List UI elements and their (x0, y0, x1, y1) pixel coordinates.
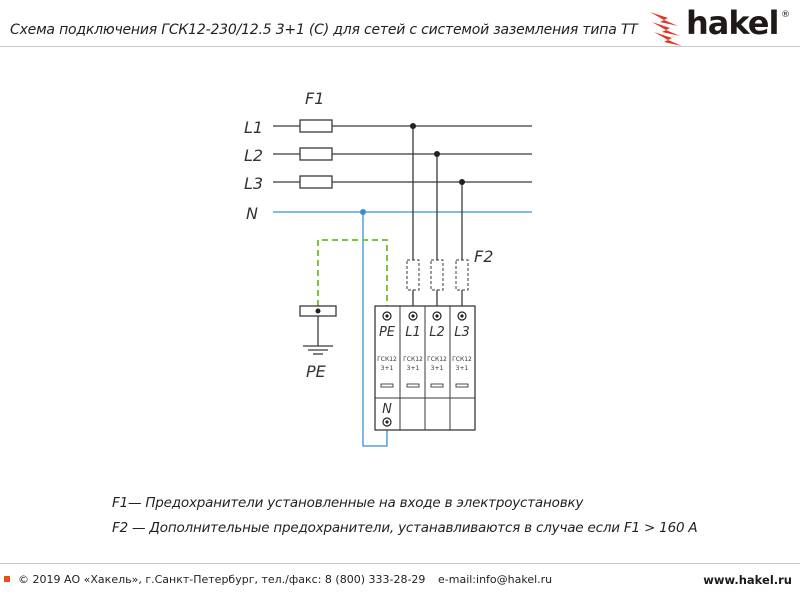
fuse-f2-l3 (455, 259, 469, 291)
junction-l3 (459, 179, 465, 185)
module-l3: L3 ГСК12 3+1 (452, 311, 472, 388)
wiring-diagram: F1 L1 L2 L3 N F2 (244, 89, 532, 447)
footer-divider (0, 563, 800, 564)
earth-label: PE (306, 362, 327, 381)
terminal-label-n-bottom: N (382, 402, 392, 417)
spd-module-block (374, 305, 476, 431)
neutral-junction (360, 209, 366, 215)
fuse-f2-l2 (430, 259, 444, 291)
terminal-label-pe: PE (379, 325, 396, 340)
hakel-logo[interactable]: hakel ® (646, 4, 796, 46)
module-pe: PE ГСК12 3+1 N (377, 311, 397, 427)
line-label-l1: L1 (244, 118, 263, 137)
module-type-pe: ГСК12 (377, 356, 397, 363)
header-divider (0, 46, 800, 47)
fuse-f1-label: F1 (305, 89, 324, 108)
module-type-l2: ГСК12 (427, 356, 447, 363)
module-l2: L2 ГСК12 3+1 (427, 311, 447, 388)
page-title: Схема подключения ГСК12-230/12.5 3+1 (С)… (10, 22, 638, 38)
fuse-f2-label: F2 (474, 247, 493, 266)
junction-l1 (410, 123, 416, 129)
module-config-l3: 3+1 (456, 365, 469, 372)
line-label-n: N (246, 204, 258, 223)
lightning-bolts-icon (650, 12, 682, 46)
neutral-wiring (273, 211, 532, 447)
earth-wiring (317, 239, 388, 306)
legend-f1: F1— Предохранители установленные на вход… (112, 495, 584, 511)
module-config-l2: 3+1 (431, 365, 444, 372)
footer-email-link[interactable]: e-mail:info@hakel.ru (438, 573, 553, 586)
fuse-f1-l1 (299, 119, 333, 133)
line-label-l2: L2 (244, 146, 263, 165)
registered-mark: ® (781, 10, 790, 20)
terminal-label-l2: L2 (429, 325, 445, 340)
footer-site-link[interactable]: www.hakel.ru (703, 573, 792, 587)
module-config-pe: 3+1 (381, 365, 394, 372)
legend-f2: F2 — Дополнительные предохранители, уста… (112, 520, 698, 536)
terminal-label-l1: L1 (405, 325, 421, 340)
module-config-l1: 3+1 (407, 365, 420, 372)
footer-copyright: © 2019 АО «Хакель», г.Санкт-Петербург, т… (18, 573, 426, 586)
fuse-f1-l3 (299, 175, 333, 189)
footer-bullet (4, 576, 10, 582)
logo-text: hakel (686, 4, 779, 42)
earth-junction (315, 308, 321, 314)
module-type-l1: ГСК12 (403, 356, 423, 363)
module-type-l3: ГСК12 (452, 356, 472, 363)
line-label-l3: L3 (244, 174, 263, 193)
junction-l2 (434, 151, 440, 157)
module-l1: L1 ГСК12 3+1 (403, 311, 423, 388)
fuse-f1-l2 (299, 147, 333, 161)
fuse-f2-l1 (406, 259, 420, 291)
terminal-label-l3: L3 (454, 325, 470, 340)
